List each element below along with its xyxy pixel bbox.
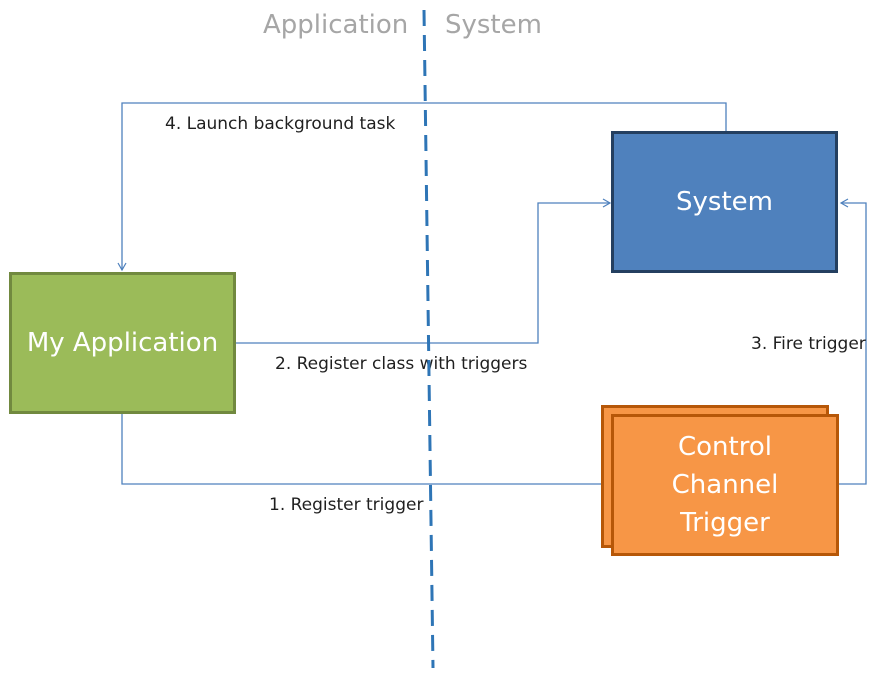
connector-register-class bbox=[236, 198, 612, 344]
header-application: Application bbox=[263, 10, 409, 40]
header-system: System bbox=[445, 10, 542, 40]
connector-fire-trigger bbox=[839, 198, 867, 485]
label-fire-trigger: 3. Fire trigger bbox=[751, 334, 866, 354]
node-system: System bbox=[611, 131, 838, 273]
connector-register-trigger bbox=[121, 414, 612, 489]
node-control-channel-trigger: Control Channel Trigger bbox=[611, 414, 839, 556]
label-launch-background-task: 4. Launch background task bbox=[165, 114, 396, 134]
label-register-trigger: 1. Register trigger bbox=[269, 495, 424, 515]
node-my-application: My Application bbox=[9, 272, 236, 414]
label-register-class: 2. Register class with triggers bbox=[275, 354, 528, 374]
